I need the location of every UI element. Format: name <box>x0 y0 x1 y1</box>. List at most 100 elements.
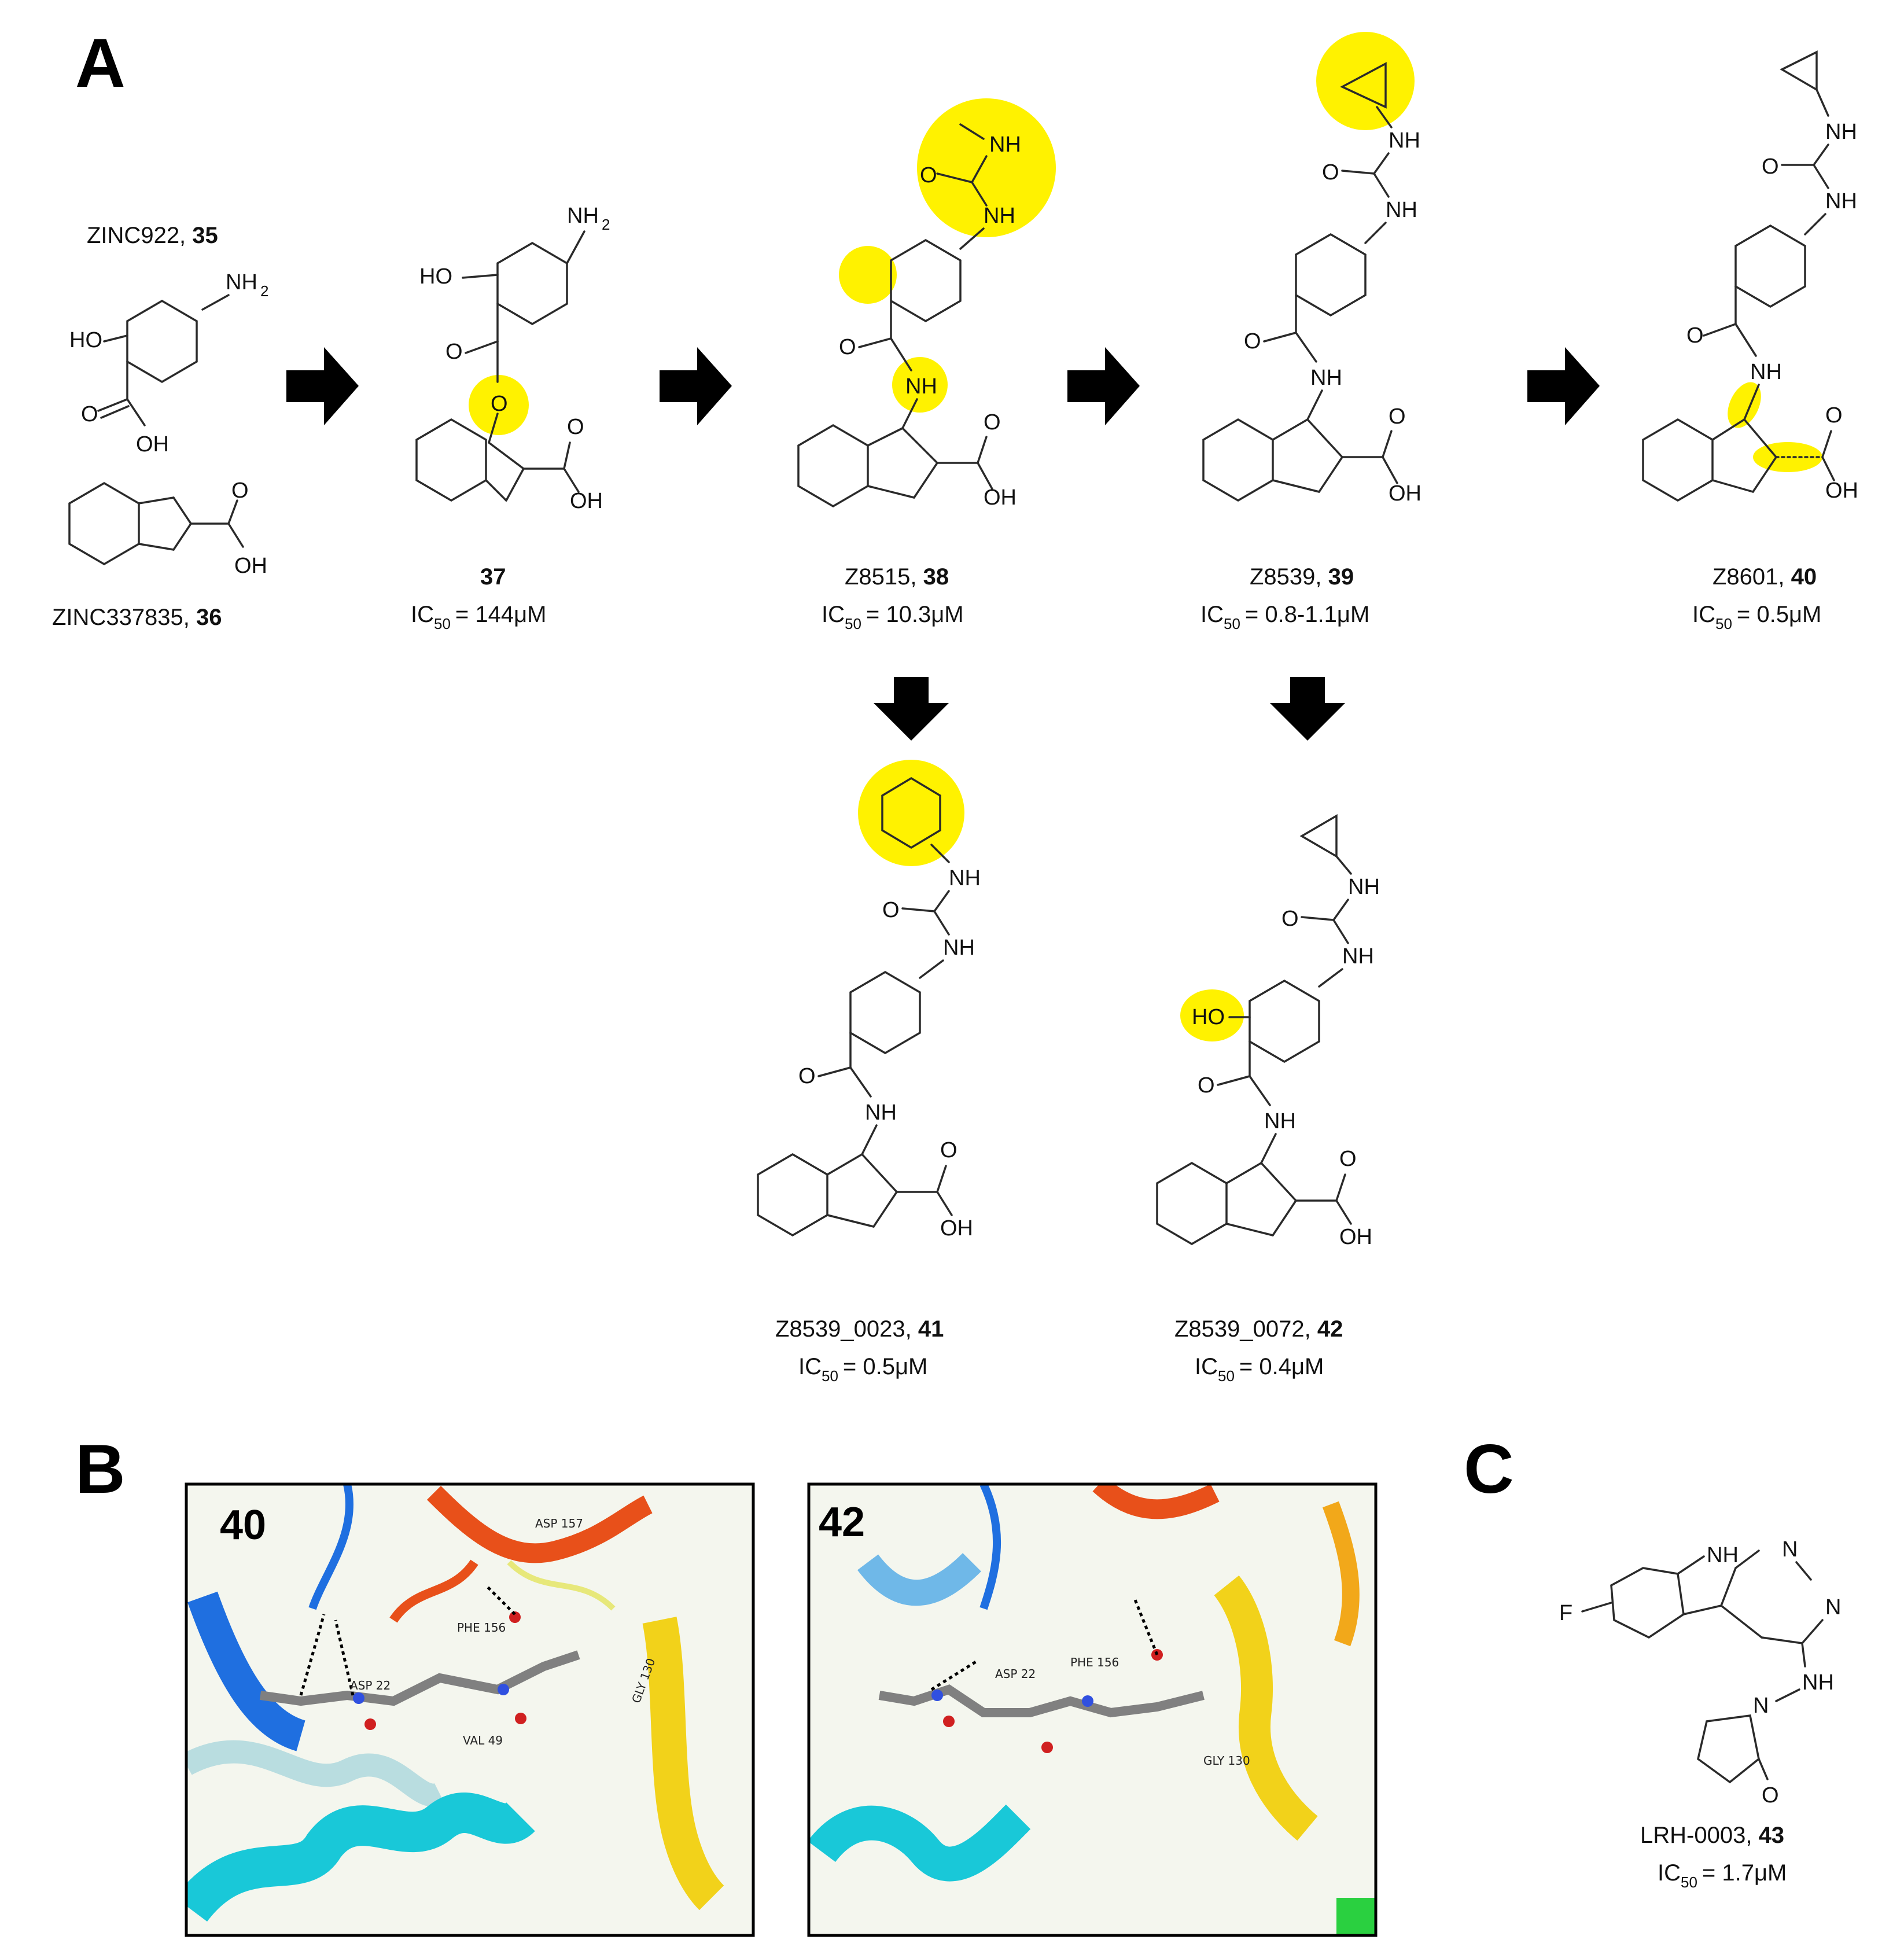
svg-text:2: 2 <box>260 282 268 300</box>
svg-text:O: O <box>491 392 508 416</box>
caption-42: Z8539_0072, 42 <box>1174 1316 1343 1342</box>
caption-39: Z8539, 39 <box>1250 564 1354 590</box>
svg-text:O: O <box>1389 404 1406 429</box>
svg-text:O: O <box>445 340 463 364</box>
svg-text:2: 2 <box>602 216 610 233</box>
structure-35: NH 2 HO O OH <box>69 270 268 457</box>
svg-text:O: O <box>1686 323 1704 348</box>
svg-text:NH: NH <box>1825 120 1857 144</box>
caption-41-ic50: IC50= 0.5μM <box>798 1354 927 1385</box>
highlight-urea <box>917 98 1056 237</box>
svg-text:O: O <box>1339 1147 1357 1171</box>
caption-37-number: 37 <box>480 564 506 590</box>
structure-40: NH O NH O NH O OH <box>1642 50 1858 503</box>
svg-text:ASP 157: ASP 157 <box>535 1517 583 1530</box>
svg-text:O: O <box>798 1064 816 1088</box>
caption-38-ic50: IC50= 10.3μM <box>822 602 964 632</box>
svg-text:OH: OH <box>984 485 1017 510</box>
svg-text:O: O <box>81 402 98 426</box>
caption-43: LRH-0003, 43 <box>1640 1823 1784 1848</box>
caption-40-ic50: IC50= 0.5μM <box>1692 602 1821 632</box>
svg-text:O: O <box>984 410 1001 435</box>
svg-text:O: O <box>567 415 584 439</box>
svg-text:O: O <box>1281 907 1299 931</box>
caption-39-ic50: IC50= 0.8-1.1μM <box>1200 602 1369 632</box>
structure-37: NH 2 HO O O O OH <box>415 204 610 513</box>
svg-text:NH: NH <box>1348 875 1380 899</box>
highlight-ester-o <box>469 375 529 435</box>
caption-36: ZINC337835, 36 <box>52 605 222 630</box>
arrow-38-to-39 <box>1067 347 1140 425</box>
highlight-hydroxyl <box>1180 989 1244 1041</box>
highlight-cyclopropyl <box>1316 32 1415 130</box>
highlight-phenyl <box>858 760 964 866</box>
ribbon-yellow <box>642 1617 724 1911</box>
ligand-42 <box>878 1684 1205 1718</box>
caption-42-ic50: IC50= 0.4μM <box>1195 1354 1324 1385</box>
panel-label-b: B <box>75 1430 126 1508</box>
svg-text:N: N <box>1753 1694 1769 1718</box>
svg-text:NH: NH <box>1825 189 1857 214</box>
svg-text:NH: NH <box>1707 1543 1739 1567</box>
arrow-39-to-40 <box>1527 347 1600 425</box>
highlight-ring-position <box>839 246 897 304</box>
structure-43: NH F N N NH N O <box>1559 1537 1841 1808</box>
arrow-38-to-41 <box>874 677 949 741</box>
svg-text:HO: HO <box>419 264 452 289</box>
structure-38: NH O NH O NH O OH <box>797 98 1056 510</box>
svg-text:NH: NH <box>984 204 1015 228</box>
ribbon-cyan <box>186 1793 535 1922</box>
svg-text:PHE 156: PHE 156 <box>457 1621 506 1635</box>
svg-text:NH: NH <box>1386 198 1417 222</box>
svg-text:OH: OH <box>136 432 169 457</box>
inset-label-40: 40 <box>220 1502 266 1548</box>
svg-text:NH: NH <box>989 133 1021 157</box>
svg-text:ASP 22: ASP 22 <box>350 1679 391 1692</box>
svg-text:OH: OH <box>1825 479 1858 503</box>
docking-inset-42: ASP 22 PHE 156 GLY 130 42 <box>807 1482 1378 1937</box>
structure-39: NH O NH O NH O OH <box>1202 32 1421 506</box>
caption-43-ic50: IC50= 1.7μM <box>1658 1860 1787 1891</box>
ligand-40 <box>259 1650 580 1706</box>
arrow-35-to-37 <box>286 347 359 425</box>
svg-text:GLY 130: GLY 130 <box>1203 1754 1250 1768</box>
svg-text:NH: NH <box>1750 360 1782 384</box>
svg-text:O: O <box>1762 154 1779 179</box>
svg-text:O: O <box>231 479 249 503</box>
structure-36: O OH <box>68 479 267 578</box>
ribbon-blue <box>187 1591 306 1751</box>
svg-text:NH: NH <box>1310 366 1342 390</box>
svg-text:HO: HO <box>69 328 102 352</box>
svg-text:F: F <box>1559 1601 1572 1625</box>
inset-label-42: 42 <box>819 1499 865 1545</box>
svg-text:PHE 156: PHE 156 <box>1070 1655 1119 1669</box>
svg-text:O: O <box>920 163 937 187</box>
arrow-37-to-38 <box>660 347 732 425</box>
caption-40: Z8601, 40 <box>1713 564 1817 590</box>
highlight-stereo-1 <box>1728 382 1761 428</box>
svg-text:ASP 22: ASP 22 <box>995 1667 1036 1681</box>
panel-label-a: A <box>75 24 126 102</box>
svg-text:OH: OH <box>1389 481 1421 506</box>
svg-text:O: O <box>1322 160 1339 185</box>
svg-text:O: O <box>1244 329 1261 354</box>
caption-35: ZINC922, 35 <box>87 223 218 248</box>
svg-text:O: O <box>1762 1783 1779 1808</box>
svg-text:NH: NH <box>1342 944 1374 969</box>
svg-text:O: O <box>940 1138 957 1162</box>
ribbon-orange <box>426 1485 653 1563</box>
svg-text:N: N <box>1782 1537 1798 1562</box>
svg-text:OH: OH <box>570 489 603 513</box>
svg-text:NH: NH <box>1389 128 1420 153</box>
svg-text:NH: NH <box>1264 1109 1296 1133</box>
svg-text:O: O <box>1825 403 1843 428</box>
svg-text:OH: OH <box>1339 1225 1372 1249</box>
svg-text:NH: NH <box>943 936 975 960</box>
svg-text:NH: NH <box>905 374 937 399</box>
svg-text:OH: OH <box>234 554 267 578</box>
caption-41: Z8539_0023, 41 <box>775 1316 944 1342</box>
svg-text:NH: NH <box>226 270 257 295</box>
structure-41: NH O NH O NH O OH <box>757 760 981 1241</box>
docking-inset-40: ASP 157 PHE 156 ASP 22 GLY 130 VAL 49 40 <box>185 1482 755 1937</box>
